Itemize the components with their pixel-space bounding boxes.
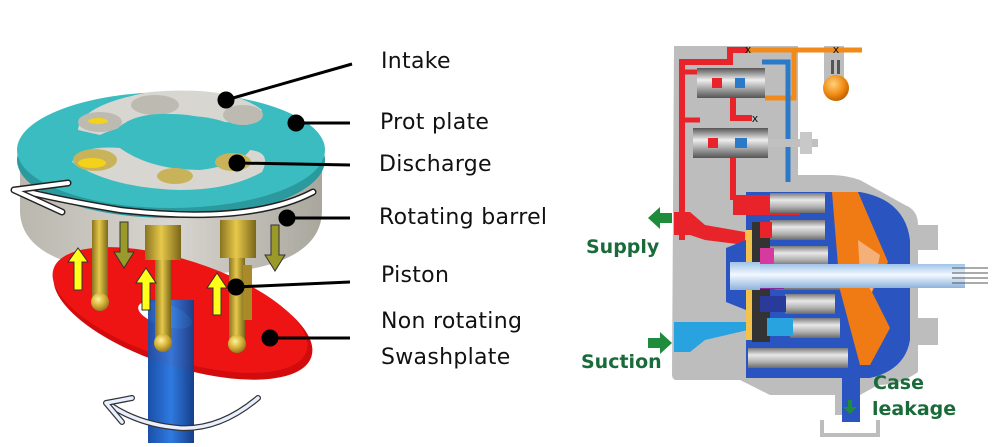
pistons (91, 220, 256, 353)
label-swashplate-line1: Non rotating (381, 309, 523, 334)
adjust-screw (768, 139, 818, 147)
callout-leaders (217, 62, 353, 347)
leader-dot (287, 114, 305, 132)
label-leakage: leakage (872, 398, 957, 420)
arrow-up-icon (206, 272, 228, 316)
drain-tray (820, 420, 880, 437)
valve-spool-1 (697, 68, 765, 98)
pump-cross-section: x x x (648, 43, 988, 437)
supply-arrow-icon (648, 207, 672, 229)
shaft-splines (952, 267, 988, 284)
valve-spool-2 (693, 128, 768, 158)
label-case: Case (873, 372, 924, 394)
leader-intake (225, 62, 353, 102)
arrow-down-icon (264, 224, 286, 272)
control-circuit: x x x (679, 43, 862, 240)
label-piston: Piston (381, 263, 450, 288)
supply-passage (674, 212, 745, 245)
piston-motion-arrows (67, 221, 286, 316)
leader-discharge (236, 161, 351, 167)
orifice-icon: x (833, 43, 840, 56)
leader-dot (278, 209, 296, 227)
label-suction: Suction (581, 351, 662, 373)
control-piston (748, 348, 848, 368)
label-supply: Supply (586, 236, 660, 258)
label-port-plate: Prot plate (380, 110, 490, 135)
arrow-down-icon (113, 221, 135, 269)
label-discharge: Discharge (379, 152, 492, 177)
label-swashplate-line2: Swashplate (381, 345, 511, 370)
flow-arrows (648, 207, 857, 414)
rotation-arrow-icon (10, 179, 317, 219)
port-plate (17, 90, 325, 218)
label-rotating-barrel: Rotating barrel (379, 205, 548, 230)
arrow-up-icon (135, 267, 157, 311)
orifice-icon: x (752, 112, 759, 125)
leader-dot (228, 154, 246, 172)
leader-dot (227, 278, 245, 296)
leakage-arrow-icon (843, 400, 857, 414)
suction-arrow-icon (648, 332, 672, 354)
arrow-up-icon (67, 247, 89, 291)
accumulator-ball (823, 75, 849, 101)
label-intake: Intake (381, 49, 451, 74)
orifice-icon: x (745, 43, 752, 56)
output-shaft (760, 264, 965, 288)
suction-passage (674, 322, 748, 352)
leader-dot (217, 91, 235, 109)
leader-dot (261, 329, 279, 347)
axial-pump-illustration (10, 62, 353, 443)
leader-piston (235, 280, 351, 289)
shaft-rotation-arrow-icon (103, 395, 261, 432)
